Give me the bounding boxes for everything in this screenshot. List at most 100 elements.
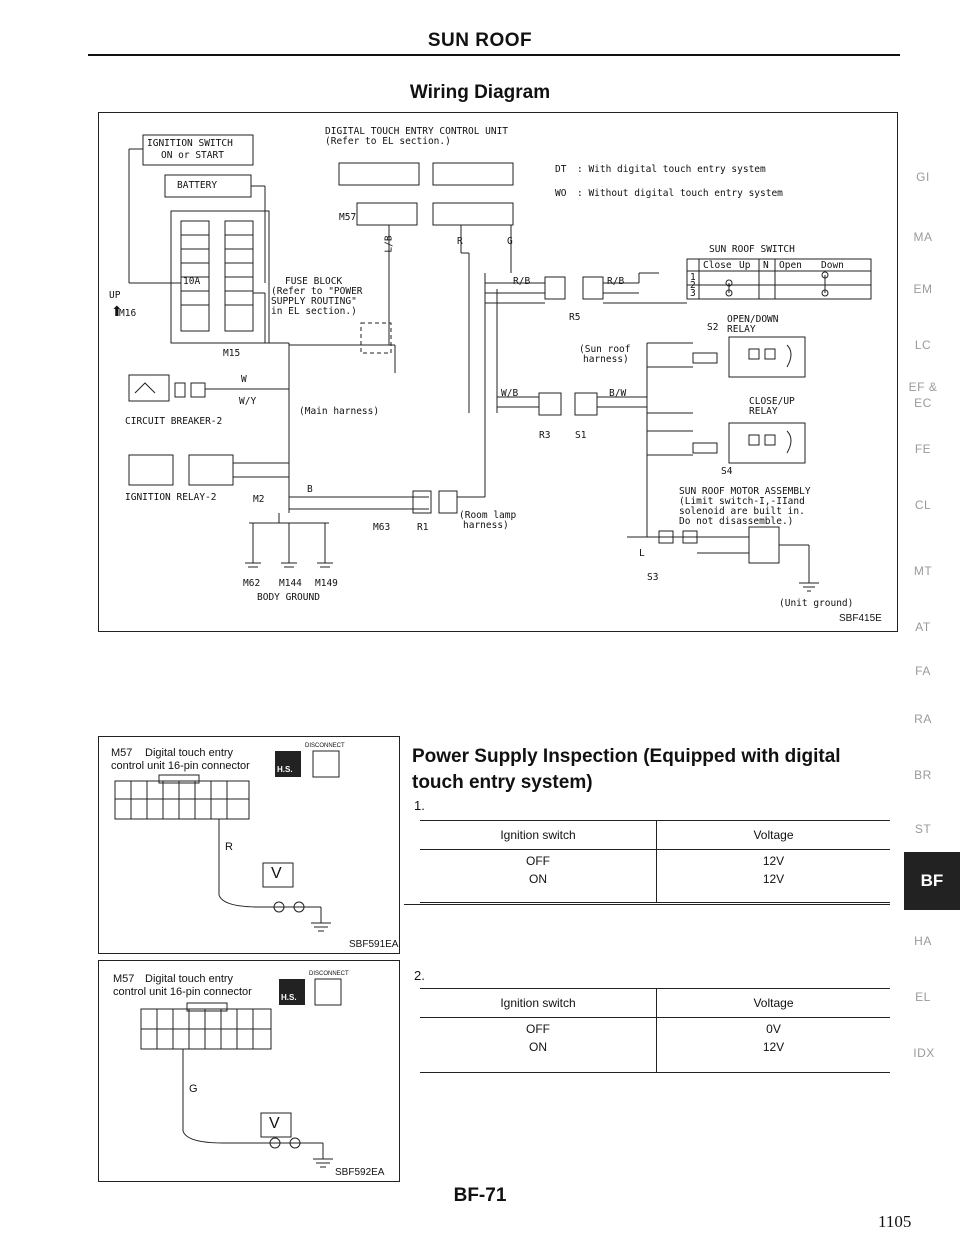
- fig2-wire-color: G: [189, 1083, 198, 1095]
- ignition-relay-label: IGNITION RELAY-2: [125, 492, 217, 503]
- wire-g: G: [507, 236, 513, 247]
- title-rule: [88, 54, 900, 56]
- voltmeter-icon: V: [269, 1115, 280, 1132]
- tab-ma[interactable]: MA: [913, 230, 933, 244]
- wiring-figure-id: SBF415E: [839, 613, 882, 624]
- conn-m57: M57: [339, 212, 357, 223]
- conn-m15: M15: [223, 348, 241, 359]
- conn-m63: M63: [373, 522, 391, 533]
- page-code: BF-71: [453, 1185, 507, 1206]
- wire-bw: B/W: [609, 388, 627, 399]
- legend-dt-code: DT: [555, 164, 567, 175]
- conn-s2: S2: [707, 322, 719, 333]
- conn-m2: M2: [253, 494, 265, 505]
- tab-ha[interactable]: HA: [914, 934, 932, 948]
- wire-rb-right: R/B: [607, 276, 625, 287]
- motor-label-1: SUN ROOF MOTOR ASSEMBLY: [679, 486, 811, 497]
- connector-figure-2: M57 Digital touch entry control unit 16-…: [98, 960, 400, 1182]
- table2-row1-switch: OFF: [420, 1017, 657, 1040]
- tab-idx[interactable]: IDX: [913, 1046, 935, 1060]
- tab-br[interactable]: BR: [914, 768, 932, 782]
- motor-label-2: (Limit switch-I,-IIand: [679, 496, 805, 507]
- main-harness-label: (Main harness): [299, 406, 380, 417]
- tab-ef[interactable]: EF &: [908, 380, 938, 394]
- conn-m144: M144: [279, 578, 302, 589]
- sw-down: Down: [821, 260, 844, 271]
- up-label: UP: [109, 290, 121, 301]
- fig2-caption-1: Digital touch entry: [145, 973, 234, 985]
- motor-label-3: solenoid are built in.: [679, 506, 805, 517]
- sw-up: Up: [739, 260, 751, 271]
- circuit-breaker-label: CIRCUIT BREAKER-2: [125, 416, 223, 427]
- fig1-caption-2: control unit 16-pin connector: [111, 760, 250, 772]
- table2-header-voltage: Voltage: [753, 996, 794, 1010]
- fuse-block-label-4: in EL section.): [271, 306, 357, 317]
- tab-bf[interactable]: BF: [904, 852, 960, 910]
- wire-wb: W/B: [501, 388, 519, 399]
- tab-ec[interactable]: EC: [914, 396, 932, 410]
- fuse-block-label-1: FUSE BLOCK: [285, 276, 343, 287]
- battery-label: BATTERY: [177, 180, 218, 191]
- dtc-unit-label: DIGITAL TOUCH ENTRY CONTROL UNIT: [325, 126, 509, 137]
- sw-row-1: 1: [690, 272, 696, 283]
- open-down-relay-2: RELAY: [727, 324, 756, 335]
- fig2-hs-label: H.S.: [281, 993, 297, 1002]
- conn-m62: M62: [243, 578, 261, 589]
- wire-r: R: [457, 236, 463, 247]
- tab-st[interactable]: ST: [914, 822, 932, 836]
- tab-at[interactable]: AT: [915, 620, 931, 634]
- table1-header-switch: Ignition switch: [420, 820, 657, 850]
- inspection-heading: Power Supply Inspection (Equipped with d…: [412, 746, 841, 793]
- tab-fe[interactable]: FE: [914, 442, 932, 456]
- table-row: ON 12V: [420, 872, 890, 903]
- tab-gi[interactable]: GI: [916, 170, 930, 184]
- wiring-diagram: IGNITION SWITCH ON or START BATTERY 10A …: [98, 112, 898, 632]
- sun-roof-switch-label: SUN ROOF SWITCH: [709, 244, 795, 255]
- tab-el[interactable]: EL: [915, 990, 931, 1004]
- table-row: ON 12V: [420, 1040, 890, 1073]
- conn-r5: R5: [569, 312, 581, 323]
- table1-header-voltage: Voltage: [753, 828, 794, 842]
- sw-open: Open: [779, 260, 802, 271]
- table1-row1-voltage: 12V: [762, 854, 785, 868]
- legend-wo-code: WO: [555, 188, 567, 199]
- fig2-id: SBF592EA: [335, 1167, 385, 1178]
- tab-cl[interactable]: CL: [914, 498, 932, 512]
- tab-fa[interactable]: FA: [915, 664, 931, 678]
- tab-mt[interactable]: MT: [913, 564, 933, 578]
- table2-row2-voltage: 12V: [762, 1040, 785, 1054]
- close-up-relay-1: CLOSE/UP: [749, 396, 795, 407]
- ignition-switch-label: IGNITION SWITCH: [147, 138, 233, 149]
- wire-w: W: [241, 374, 247, 385]
- wire-rb-left: R/B: [513, 276, 531, 287]
- page-title: SUN ROOF: [427, 30, 533, 51]
- fig1-hs-label: H.S.: [277, 765, 293, 774]
- legend-dt: : With digital touch entry system: [577, 164, 766, 175]
- voltage-table-2: Ignition switch Voltage OFF 0V ON 12V: [420, 988, 890, 1073]
- tab-ra[interactable]: RA: [914, 712, 932, 726]
- tab-em[interactable]: EM: [913, 282, 933, 296]
- body-ground-label: BODY GROUND: [257, 592, 320, 603]
- sw-row-2: 2: [690, 280, 696, 291]
- tab-lc[interactable]: LC: [914, 338, 932, 352]
- up-arrow-icon: ⬆: [111, 303, 123, 319]
- fuse-10a-label: 10A: [183, 276, 201, 287]
- conn-m149: M149: [315, 578, 338, 589]
- table1-row2-voltage: 12V: [762, 872, 785, 886]
- step-2-label: 2.: [414, 968, 425, 983]
- fig2-caption-2: control unit 16-pin connector: [113, 986, 252, 998]
- conn-r1: R1: [417, 522, 429, 533]
- fuse-block-label-2: (Refer to "POWER: [271, 286, 363, 297]
- ignition-switch-state: ON or START: [161, 150, 224, 161]
- fig1-conn-code: M57: [111, 747, 133, 759]
- table2-row1-voltage: 0V: [766, 1022, 781, 1036]
- wire-lb: L/B: [383, 235, 395, 253]
- table2-header-switch: Ignition switch: [420, 988, 657, 1018]
- fig1-id: SBF591EA: [349, 939, 399, 950]
- room-lamp-2: harness): [463, 520, 509, 531]
- table1-row1-switch: OFF: [420, 849, 657, 872]
- wire-wy: W/Y: [239, 396, 257, 407]
- section-divider: [404, 904, 890, 905]
- motor-label-4: Do not disassemble.): [679, 516, 794, 527]
- table2-row2-switch: ON: [420, 1040, 657, 1073]
